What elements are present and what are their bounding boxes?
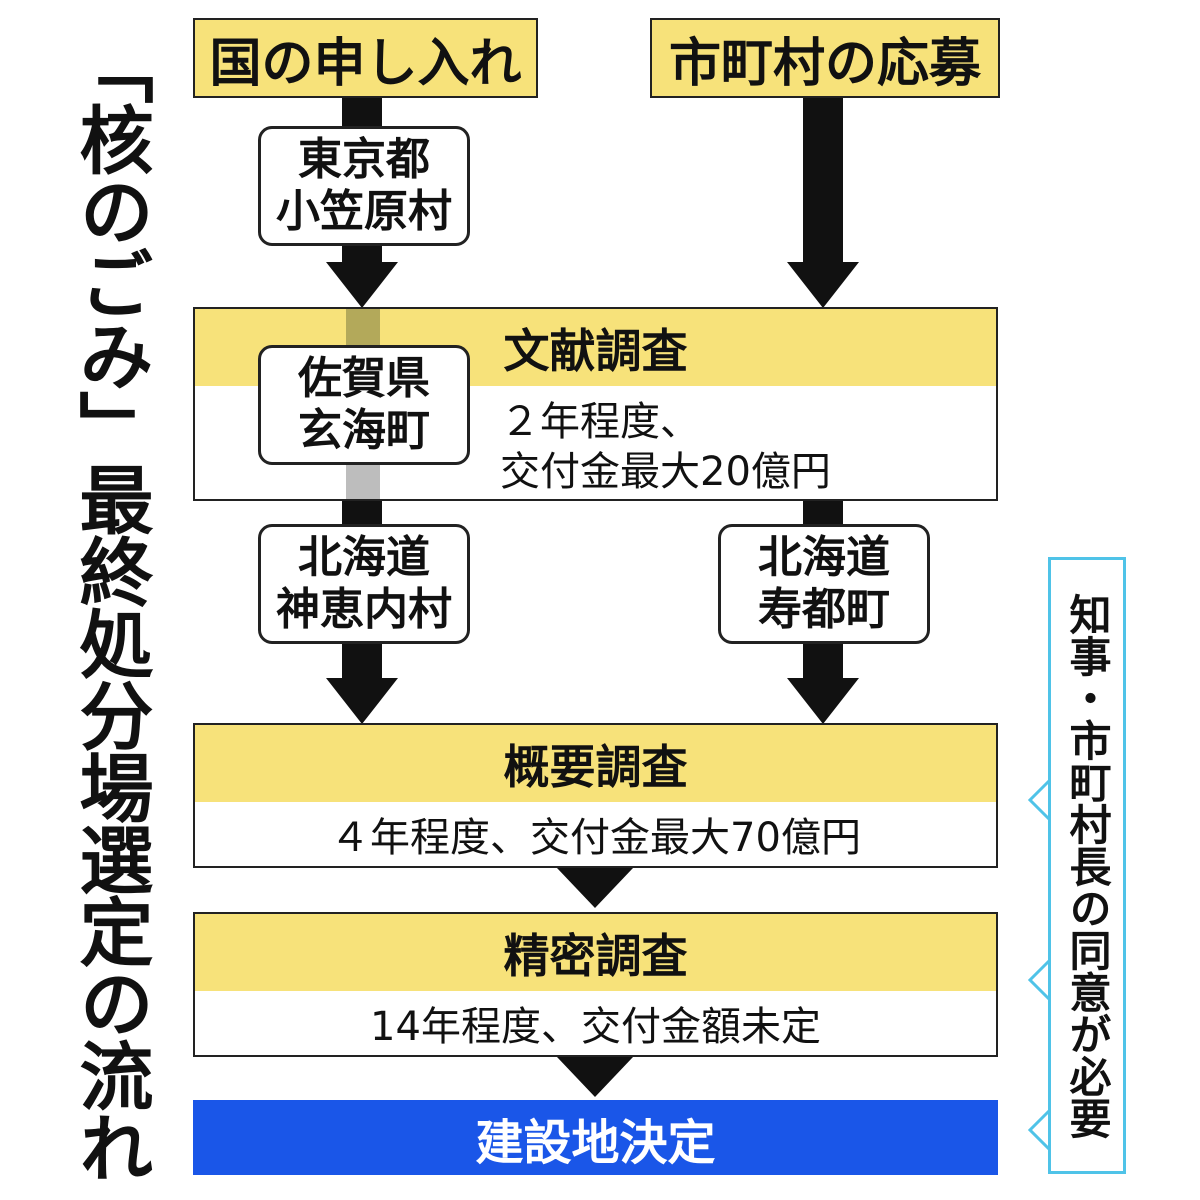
arrow-shaft [342, 642, 382, 680]
consent-required-note: 知事・市町村長の同意が必要 [1048, 557, 1126, 1174]
municipality-prefecture: 東京都 [298, 134, 430, 185]
consent-pointer-icon [1027, 778, 1052, 822]
stage-detail-line: 交付金最大20億円 [500, 449, 831, 495]
municipality-name: 寿都町 [758, 584, 890, 635]
consent-pointers [1027, 778, 1052, 1152]
municipality-ogasawara: 東京都 小笠原村 [258, 126, 470, 246]
consent-pointer-icon [1027, 958, 1052, 1002]
consent-pointer-icon [1027, 1108, 1052, 1152]
arrow-shaft [342, 245, 382, 263]
municipality-prefecture: 北海道 [298, 532, 430, 583]
arrow-shaft [803, 98, 843, 264]
arrow-down-icon [787, 262, 859, 308]
stage-detail: 14年程度、交付金額未定 [370, 1004, 821, 1050]
arrow-down-icon [326, 678, 398, 724]
stage-detail-line: ２年程度、 [500, 399, 700, 445]
municipality-name: 玄海町 [298, 405, 430, 456]
municipality-prefecture: 北海道 [758, 532, 890, 583]
stage-detail: ２年程度、 交付金最大20億円 [500, 397, 980, 497]
stage-title: 概要調査 [195, 725, 996, 802]
arrow-down-icon [557, 1057, 633, 1097]
final-site-decision: 建設地決定 [193, 1100, 998, 1175]
arrow-shaft [342, 501, 382, 527]
arrow-shaft [803, 501, 843, 527]
stage-title: 精密調査 [195, 914, 996, 991]
municipality-name: 小笠原村 [276, 186, 452, 237]
municipality-prefecture: 佐賀県 [298, 353, 430, 404]
arrow-down-icon [787, 678, 859, 724]
municipality-kamoenai: 北海道 神恵内村 [258, 524, 470, 644]
stage-overview-survey: 概要調査 ４年程度、交付金最大70億円 [193, 723, 998, 868]
stage-detail: ４年程度、交付金最大70億円 [330, 815, 861, 861]
arrow-down-icon [557, 868, 633, 908]
municipality-suttsu: 北海道 寿都町 [718, 524, 930, 644]
stage-literature-survey: 文献調査 ２年程度、 交付金最大20億円 [193, 307, 998, 501]
page-title: 「核のごみ」最終処分場選定の流れ [67, 30, 153, 1182]
municipality-name: 神恵内村 [276, 584, 452, 635]
arrow-down-icon [326, 262, 398, 308]
municipality-genkai: 佐賀県 玄海町 [258, 345, 470, 465]
faded-arrow-shaft [346, 460, 380, 499]
municipal-application-box: 市町村の応募 [650, 18, 1000, 98]
government-request-box: 国の申し入れ [193, 18, 538, 98]
stage-detailed-survey: 精密調査 14年程度、交付金額未定 [193, 912, 998, 1057]
arrow-shaft [803, 642, 843, 680]
stage-title-text: 文献調査 [503, 323, 688, 378]
